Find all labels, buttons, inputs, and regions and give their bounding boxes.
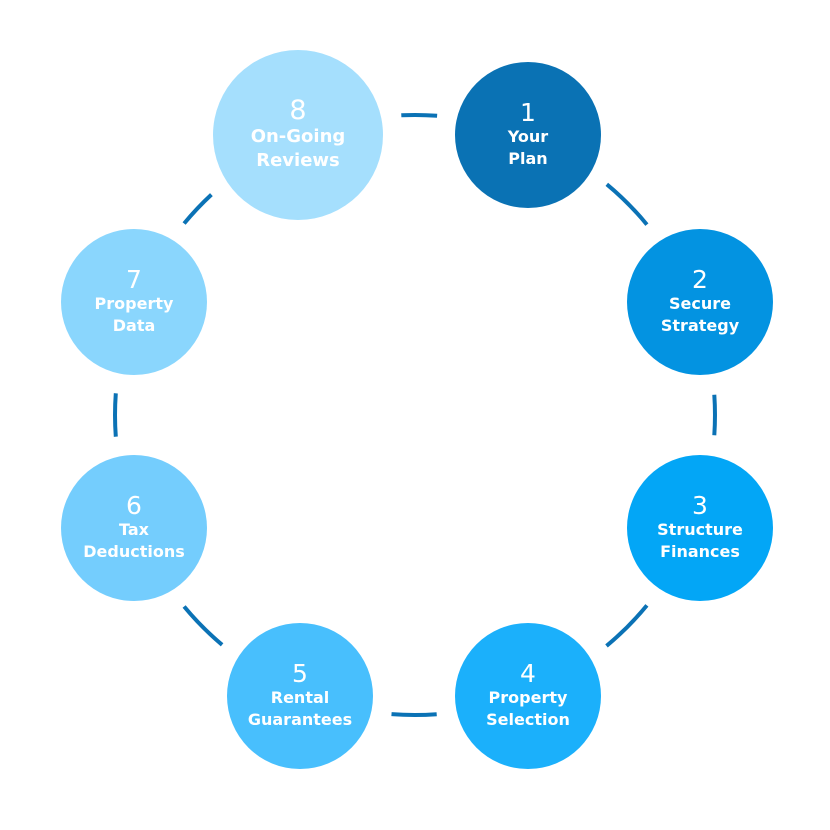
connector-3-to-4 xyxy=(605,604,649,648)
step-label-line1: Tax xyxy=(119,520,149,539)
connector-2-to-3 xyxy=(712,394,717,436)
step-label-line2: Data xyxy=(112,316,156,335)
step-label-line1: Secure xyxy=(669,294,731,313)
connector-6-to-7 xyxy=(113,393,118,437)
connectors xyxy=(113,113,717,718)
step-label-line1: Property xyxy=(488,688,568,707)
step-label-line2: Strategy xyxy=(660,316,740,335)
connector-8-to-1 xyxy=(401,113,438,118)
step-number: 3 xyxy=(692,491,708,520)
step-label-line2: Selection xyxy=(486,710,570,729)
step-number: 7 xyxy=(126,265,142,294)
step-label-line1: Rental xyxy=(270,688,330,707)
step-label-line2: Deductions xyxy=(83,542,185,561)
connector-1-to-2 xyxy=(605,182,649,226)
step-number: 6 xyxy=(126,491,142,520)
step-number: 5 xyxy=(292,659,308,688)
step-number: 1 xyxy=(520,98,536,127)
connector-5-to-6 xyxy=(182,605,224,647)
connector-4-to-5 xyxy=(391,712,437,718)
step-label-line1: Structure xyxy=(657,520,743,539)
step-number: 8 xyxy=(289,95,307,126)
step-number: 2 xyxy=(692,265,708,294)
step-number: 4 xyxy=(520,659,536,688)
step-label-line2: Plan xyxy=(508,149,548,168)
step-label-line2: Guarantees xyxy=(247,710,353,729)
step-label-line1: On-Going xyxy=(250,126,346,147)
step-label-line2: Reviews xyxy=(256,150,340,171)
step-label-line1: Property xyxy=(94,294,174,313)
connector-7-to-8 xyxy=(182,193,213,225)
step-label-line2: Finances xyxy=(660,542,740,561)
step-label-line1: Your xyxy=(507,127,549,146)
